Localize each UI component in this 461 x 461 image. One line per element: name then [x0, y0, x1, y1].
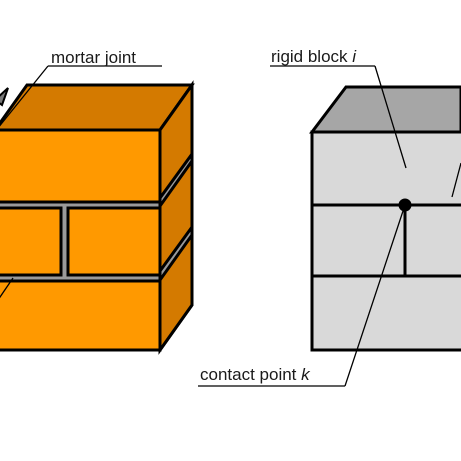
brick-wall-model [0, 80, 195, 355]
block-front-face [310, 130, 461, 352]
rigid-block-leaders [198, 65, 461, 387]
brick [0, 128, 162, 204]
brick-top-edge [0, 87, 9, 107]
rigid-block-label: rigid block i [271, 47, 357, 66]
block-top-face [308, 85, 461, 134]
brick-side [158, 230, 194, 355]
brick-side [158, 156, 194, 276]
brick [0, 279, 162, 352]
brick-side [158, 80, 194, 203]
brick [0, 206, 63, 277]
mortar-joint-label: mortar joint [51, 48, 136, 67]
brick [66, 206, 162, 277]
mortar-joint-leaders [0, 65, 162, 299]
contact-point-label: contact point k [200, 365, 311, 384]
rigid-block-model [308, 85, 461, 352]
